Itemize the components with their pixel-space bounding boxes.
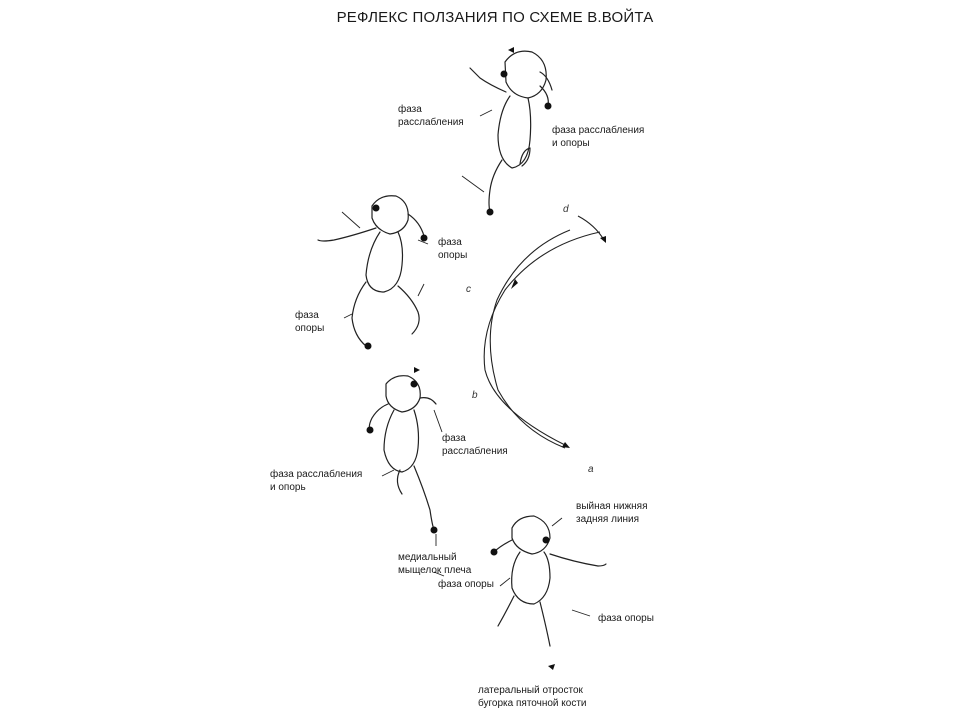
figure3-point-head (411, 381, 418, 388)
baby-figure-2 (318, 196, 428, 350)
figure2-support-right-label: фаза опоры (438, 236, 467, 262)
figure4-nuchal-line-label: выйная нижняя задняя линия (576, 500, 648, 526)
baby-figure-4 (434, 516, 606, 670)
figure1-rotation-arrow (508, 47, 514, 53)
cycle-arcs (484, 216, 606, 448)
figure4-heel-process-label: латеральный отросток бугорка пяточной ко… (478, 684, 587, 710)
figure4-point-head (543, 537, 550, 544)
figure4-support-right-label: фаза опоры (598, 612, 654, 625)
cycle-letter-a: a (588, 464, 594, 475)
figure3-relaxation-label: фаза расслабления (442, 432, 508, 458)
figure1-relaxation-support-label: фаза расслабления и опоры (552, 124, 644, 150)
figure3-rotation-arrow (414, 367, 420, 373)
cycle-letter-b: b (472, 390, 478, 401)
cycle-arrow-lower (562, 442, 570, 448)
figure2-support-left-label: фаза опоры (295, 309, 324, 335)
cycle-arrow-upper (511, 279, 518, 289)
cycle-letter-c: c (466, 284, 471, 295)
figure1-point-arm (545, 103, 552, 110)
baby-figure-3 (367, 367, 443, 546)
figure2-point-head (373, 205, 380, 212)
figure4-point-hand (491, 549, 498, 556)
figure3-point-hand (367, 427, 374, 434)
figure2-point-arm (421, 235, 428, 242)
figure2-point-foot (365, 343, 372, 350)
figure4-support-left-label: фаза опоры (438, 578, 494, 591)
figure4-heel-arrow (548, 664, 555, 670)
figure3-relaxation-support-label: фаза расслабления и опорь (270, 468, 362, 494)
cycle-inner-arc (490, 230, 570, 448)
cycle-letter-d: d (563, 204, 569, 215)
figure1-point-head (501, 71, 508, 78)
figure3-medial-condyle-label: медиальный мыщелок плеча (398, 551, 471, 577)
figure1-relaxation-label: фаза расслабления (398, 103, 464, 129)
baby-figure-1 (462, 47, 552, 216)
figure3-point-elbow (431, 527, 438, 534)
cycle-outer-arc (484, 232, 600, 445)
figure1-point-foot (487, 209, 494, 216)
cycle-arrow-top-head (600, 236, 606, 243)
